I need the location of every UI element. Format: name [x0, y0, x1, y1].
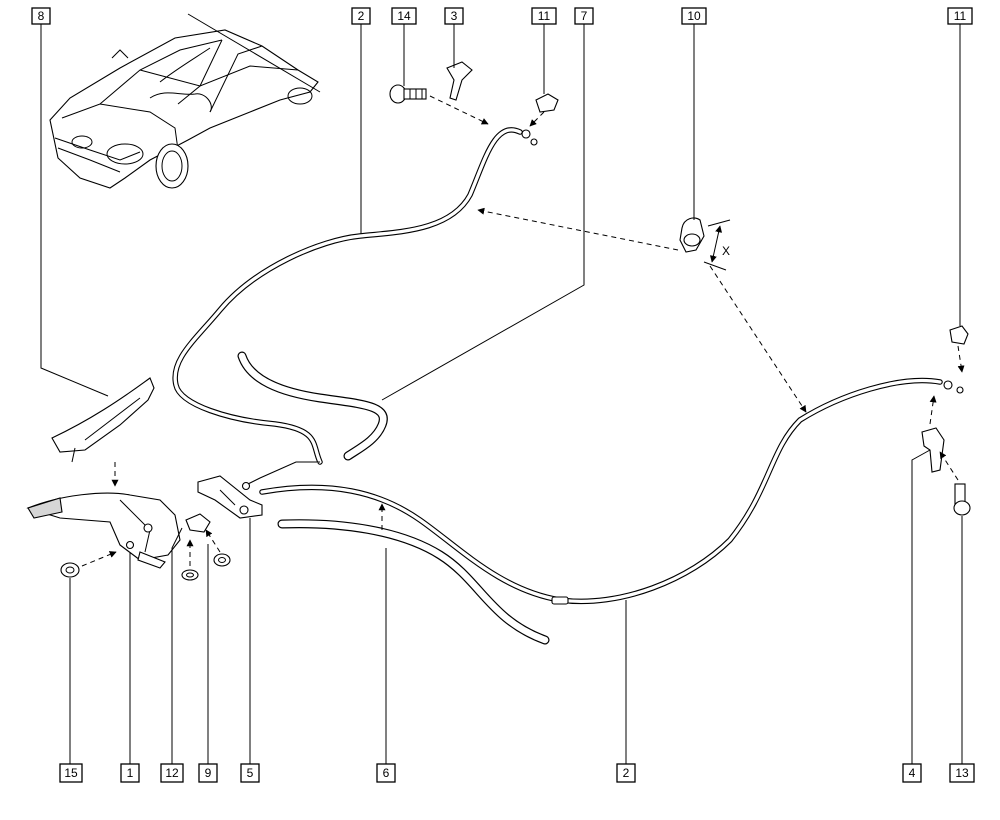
brake-cable-secondary [259, 377, 964, 605]
callout-9: 9 [198, 763, 218, 783]
callout-1: 1 [120, 763, 140, 783]
callout-label: 11 [954, 9, 967, 23]
callout-label: 15 [64, 766, 78, 780]
callout-2-bottom: 2 [616, 763, 636, 783]
dimension-x: X [703, 219, 731, 271]
mounting-bracket-right [921, 427, 945, 473]
callout-11-right: 11 [947, 7, 973, 25]
callout-label: 4 [909, 766, 916, 780]
brake-cable-primary [172, 127, 538, 491]
callout-label: 10 [687, 9, 701, 23]
callout-label: 14 [397, 9, 411, 23]
sheath-hose-lower [277, 519, 550, 645]
washer-12 [181, 569, 199, 581]
grommet-clip-top [535, 93, 559, 113]
bolt-top [389, 84, 427, 104]
callout-label: 2 [623, 766, 630, 780]
callout-label: 13 [955, 766, 969, 780]
callout-11-left: 11 [531, 7, 557, 25]
callout-label: 3 [451, 9, 458, 23]
callout-label: 8 [38, 9, 45, 23]
cable-bracket [197, 475, 263, 519]
callout-6: 6 [376, 763, 396, 783]
callout-3: 3 [444, 7, 464, 25]
vehicle-illustration [49, 13, 321, 189]
nut-15 [60, 562, 80, 578]
callout-2-top: 2 [351, 7, 371, 25]
sheath-hose-upper [237, 351, 388, 461]
callout-label: 7 [581, 9, 588, 23]
callout-15: 15 [59, 763, 83, 783]
callout-label: 11 [538, 9, 551, 23]
callout-label: 6 [383, 766, 390, 780]
callout-label: 2 [358, 9, 365, 23]
handbrake-lever [26, 492, 181, 569]
callout-7: 7 [574, 7, 594, 25]
callout-5: 5 [240, 763, 260, 783]
callout-14: 14 [391, 7, 417, 25]
nut-9 [213, 553, 231, 567]
callout-label: 12 [165, 766, 179, 780]
cable-clamp [679, 217, 705, 253]
grommet-clip-right [949, 325, 969, 345]
callout-label: 9 [205, 766, 212, 780]
callout-label: 5 [247, 766, 254, 780]
callout-12: 12 [160, 763, 184, 783]
dimension-label: X [722, 244, 730, 258]
callout-8: 8 [31, 7, 51, 25]
leader-lines [40, 24, 963, 764]
callout-10: 10 [681, 7, 707, 25]
bolt-right [953, 483, 971, 516]
assembly-arrows [81, 95, 965, 567]
callout-label: 1 [127, 766, 134, 780]
lever-cover [51, 377, 155, 463]
callout-13: 13 [949, 763, 975, 783]
small-fastener [185, 513, 211, 533]
clip-bracket-top [446, 61, 473, 101]
callout-4: 4 [902, 763, 922, 783]
